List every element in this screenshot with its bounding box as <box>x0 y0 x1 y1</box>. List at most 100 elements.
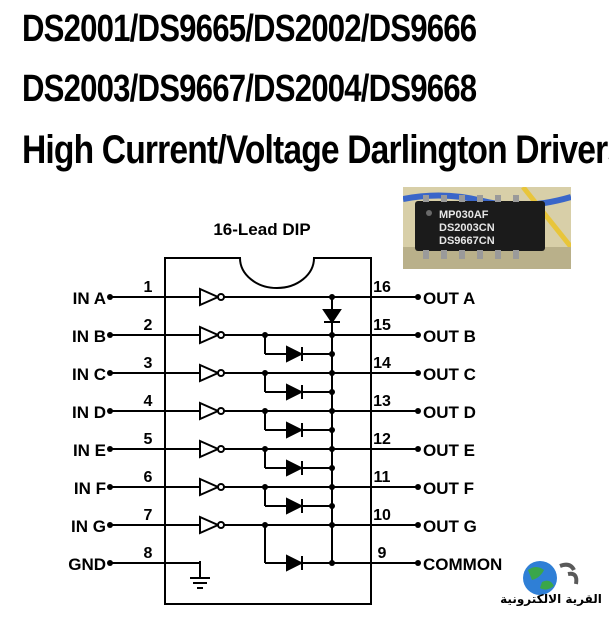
inverter-icon <box>199 401 221 421</box>
pin-label-in-g: IN G <box>71 517 106 536</box>
junction-dot <box>262 370 268 376</box>
junction-dot <box>262 408 268 414</box>
pin-dot <box>415 294 421 300</box>
diode-icon <box>286 383 304 401</box>
chip-marking-1: MP030AF <box>439 209 489 221</box>
pin-dot <box>107 408 113 414</box>
pin-label-in-c: IN C <box>72 365 106 384</box>
pin-label-out-b: OUT B <box>423 327 476 346</box>
junction-dot <box>329 503 335 509</box>
diode-icon <box>286 554 304 572</box>
junction-dot <box>329 522 335 528</box>
pin-label-in-d: IN D <box>72 403 106 422</box>
title-line-3: High Current/Voltage Darlington Drivers <box>22 128 609 172</box>
junction-dot <box>329 351 335 357</box>
pin-number-3: 3 <box>144 355 153 372</box>
pin-number-14: 14 <box>373 355 391 372</box>
pin-dot <box>107 560 113 566</box>
junction-dot <box>329 389 335 395</box>
pin-number-9: 9 <box>378 545 387 562</box>
pin-dot <box>415 408 421 414</box>
pin-dot <box>107 446 113 452</box>
pin-number-4: 4 <box>144 393 153 410</box>
pin-number-5: 5 <box>144 431 153 448</box>
junction-dot <box>329 446 335 452</box>
junction-dot <box>329 294 335 300</box>
title-line-2: DS2003/DS9667/DS2004/DS9668 <box>22 68 477 110</box>
inverter-icon <box>199 325 221 345</box>
inverter-icon <box>199 439 221 459</box>
diode-icon <box>322 309 342 324</box>
pin-number-12: 12 <box>373 431 391 448</box>
junction-dot <box>329 484 335 490</box>
pin-dot <box>107 332 113 338</box>
pin-label-gnd: GND <box>68 555 106 574</box>
inverter-icon <box>199 363 221 383</box>
junction-dot <box>329 408 335 414</box>
ic-package-outline <box>164 257 372 605</box>
pin-number-2: 2 <box>144 317 153 334</box>
pin-label-out-a: OUT A <box>423 289 475 308</box>
pin-dot <box>415 560 421 566</box>
pin-number-11: 11 <box>374 469 391 486</box>
title-line-1: DS2001/DS9665/DS2002/DS9666 <box>22 8 477 50</box>
pin-dot <box>415 446 421 452</box>
logo-text: القرية الالكترونية <box>500 592 602 606</box>
inverter-bubble <box>217 445 225 453</box>
pin-dot <box>415 332 421 338</box>
diode-icon <box>286 497 304 515</box>
chip-marking-2: DS2003CN <box>439 222 495 234</box>
junction-dot <box>262 332 268 338</box>
logo-globe-icon <box>523 561 579 595</box>
junction-dot <box>329 427 335 433</box>
pin-number-6: 6 <box>144 469 153 486</box>
pin-dot <box>107 294 113 300</box>
pin-label-common: COMMON <box>423 555 502 574</box>
ground-icon <box>190 561 210 589</box>
pin-dot <box>415 370 421 376</box>
pin-number-15: 15 <box>373 317 391 334</box>
inverter-bubble <box>217 521 225 529</box>
pin-number-13: 13 <box>373 393 391 410</box>
pin-dot <box>107 370 113 376</box>
chip-body <box>415 201 545 251</box>
pin-label-in-e: IN E <box>73 441 106 460</box>
pin-label-out-e: OUT E <box>423 441 475 460</box>
pin-label-in-f: IN F <box>74 479 106 498</box>
pin-label-out-g: OUT G <box>423 517 477 536</box>
pin-number-10: 10 <box>373 507 391 524</box>
inverter-bubble <box>217 483 225 491</box>
inverter-icon <box>199 477 221 497</box>
junction-dot <box>329 370 335 376</box>
diode-icon <box>286 459 304 477</box>
junction-dot <box>329 332 335 338</box>
pin-dot <box>415 484 421 490</box>
pin-label-out-c: OUT C <box>423 365 476 384</box>
pin-label-out-f: OUT F <box>423 479 474 498</box>
pin-label-in-b: IN B <box>72 327 106 346</box>
chip-photo: MP030AF DS2003CN DS9667CN <box>403 187 571 269</box>
inverter-bubble <box>217 407 225 415</box>
pin-dot <box>107 522 113 528</box>
pin-dot <box>415 522 421 528</box>
junction-dot <box>262 522 268 528</box>
pin-dot <box>107 484 113 490</box>
pin-label-out-d: OUT D <box>423 403 476 422</box>
pin-number-8: 8 <box>144 545 153 562</box>
junction-dot <box>262 484 268 490</box>
chip-marking-3: DS9667CN <box>439 235 495 247</box>
pin-number-16: 16 <box>373 279 391 296</box>
pin-label-in-a: IN A <box>73 289 106 308</box>
junction-dot <box>262 446 268 452</box>
pin-number-1: 1 <box>144 279 153 296</box>
junction-dot <box>329 560 335 566</box>
diode-icon <box>286 345 304 363</box>
pin-number-7: 7 <box>144 507 153 524</box>
inverter-bubble <box>217 293 225 301</box>
junction-dot <box>329 465 335 471</box>
inverter-bubble <box>217 369 225 377</box>
inverter-bubble <box>217 331 225 339</box>
inverter-icon <box>199 287 221 307</box>
package-label: 16-Lead DIP <box>213 220 310 239</box>
